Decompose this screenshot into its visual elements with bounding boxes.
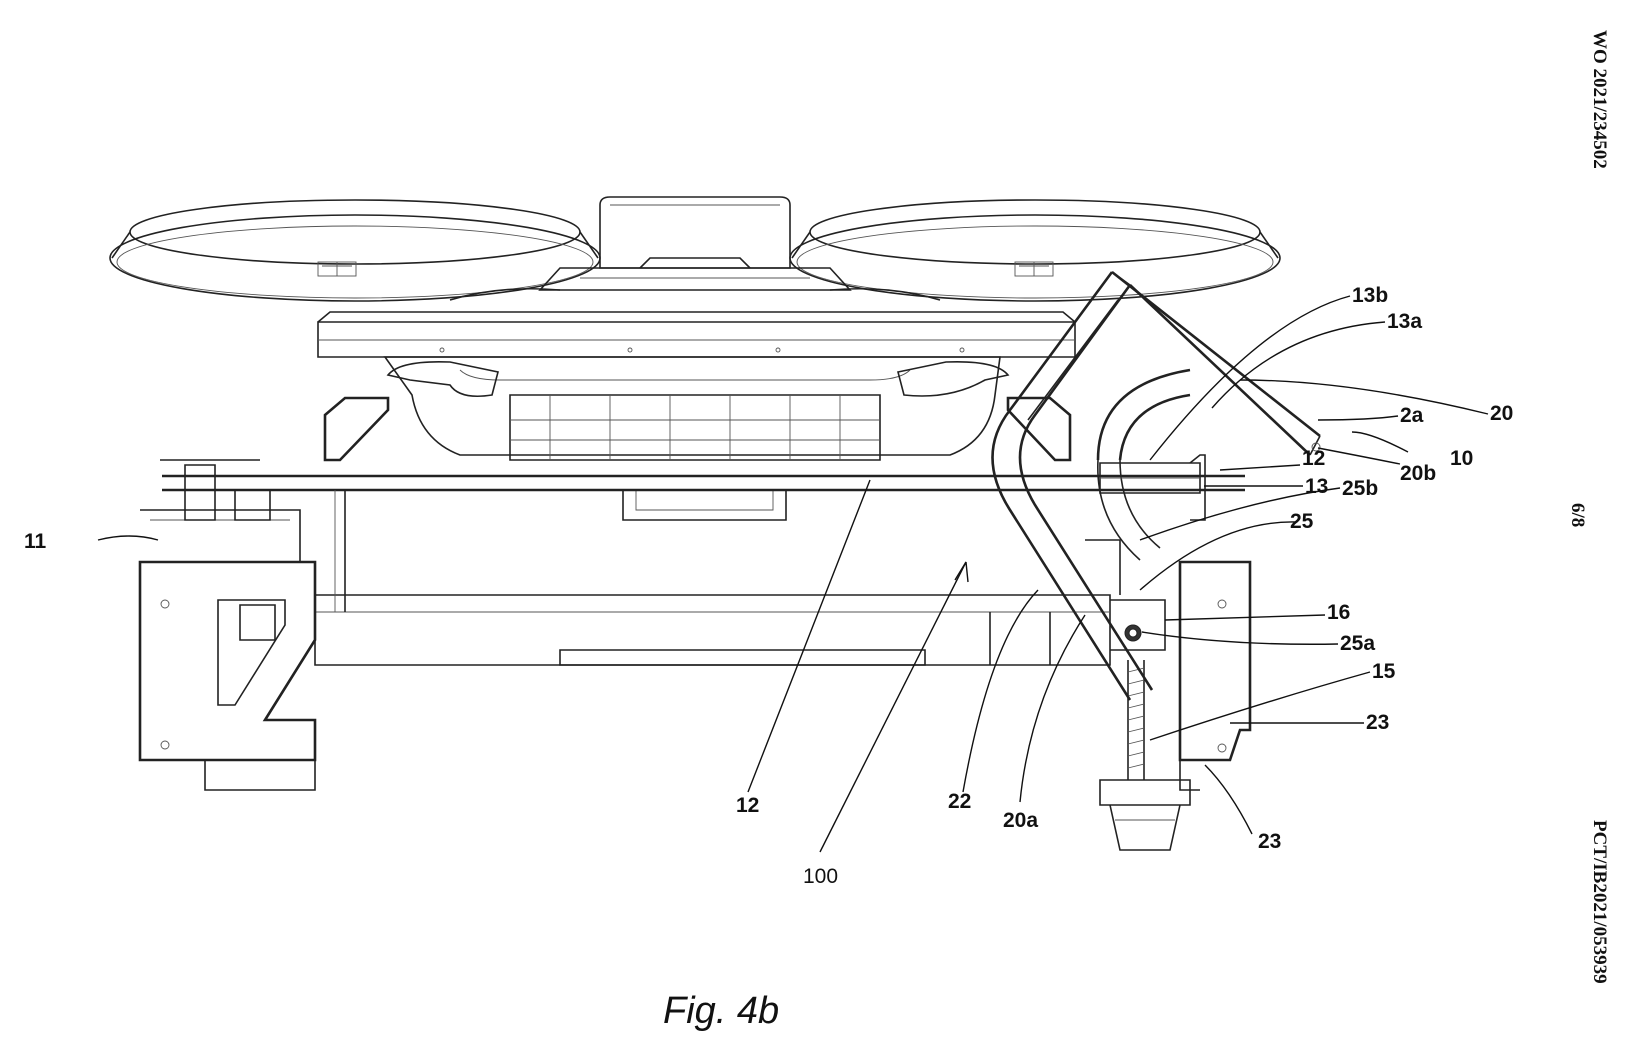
left-bracket [138, 459, 317, 791]
label-25b: 25b [1342, 477, 1378, 500]
label-100: 100 [803, 865, 838, 888]
label-16: 16 [1327, 601, 1350, 624]
label-25: 25 [1290, 510, 1314, 533]
label-25a: 25a [1340, 632, 1375, 655]
fuselage [323, 356, 1072, 521]
label-13a: 13a [1387, 310, 1422, 333]
label-23-bottom: 23 [1258, 830, 1281, 853]
label-13: 13 [1305, 475, 1328, 498]
lower-frame [314, 490, 1111, 666]
upper-arm [1111, 270, 1321, 456]
figure-caption: Fig. 4b [663, 990, 779, 1032]
drone-drawing [109, 196, 1321, 851]
label-13b: 13b [1352, 284, 1388, 307]
application-number: PCT/IB2021/053939 [1589, 820, 1610, 984]
right-clamp [1099, 454, 1206, 521]
label-22: 22 [948, 790, 971, 813]
right-bracket [1085, 539, 1252, 791]
label-12-bottom: 12 [736, 794, 759, 817]
reference-labels: 13b 13a 20 2a 10 20b 12 13 25b 25 11 16 … [24, 284, 1513, 888]
label-10: 10 [1450, 447, 1473, 470]
right-propeller [789, 199, 1281, 302]
lead-screw [1099, 660, 1191, 851]
left-propeller [109, 199, 601, 302]
sheet-number: 6/8 [1567, 503, 1588, 527]
label-23-right: 23 [1366, 711, 1389, 734]
main-rail [162, 474, 1245, 492]
label-11: 11 [24, 530, 47, 553]
label-20: 20 [1490, 402, 1513, 425]
publication-number: WO 2021/234502 [1589, 30, 1610, 169]
label-2a: 2a [1400, 404, 1424, 427]
label-12-top: 12 [1302, 447, 1325, 470]
label-15: 15 [1372, 660, 1396, 683]
top-plate [317, 311, 1076, 358]
curved-guide [1096, 368, 1191, 561]
label-20b: 20b [1400, 462, 1436, 485]
central-hub [449, 196, 941, 301]
label-20a: 20a [1003, 809, 1038, 832]
leader-lines [97, 295, 1489, 853]
